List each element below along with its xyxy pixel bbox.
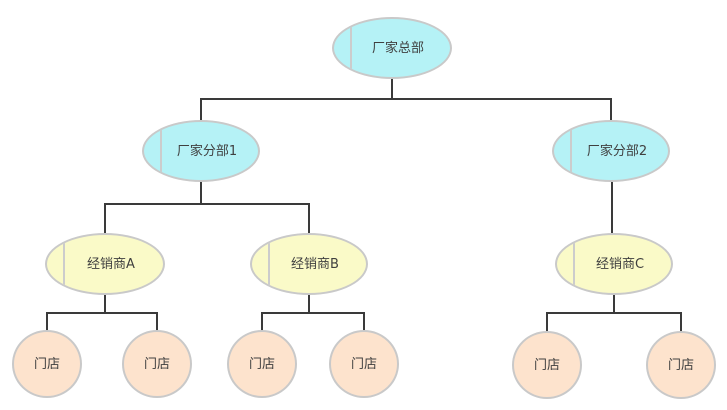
node-store-6[interactable]: 门店	[646, 331, 716, 399]
node-label: 厂家分部2	[586, 143, 648, 159]
node-label: 门店	[248, 356, 275, 372]
node-divider-line	[63, 235, 65, 293]
node-label: 经销商A	[87, 256, 135, 272]
node-store-4[interactable]: 门店	[329, 330, 399, 398]
node-label: 厂家分部1	[176, 143, 238, 159]
node-factory-branch-1[interactable]: 厂家分部1	[142, 120, 260, 182]
node-store-3[interactable]: 门店	[227, 330, 297, 398]
edge-dealer-c-to-store-6	[613, 295, 682, 332]
node-store-1[interactable]: 门店	[12, 330, 82, 398]
node-dealer-a[interactable]: 经销商A	[45, 233, 165, 295]
edge-dealer-c-to-store-5	[546, 295, 615, 332]
node-divider-line	[350, 19, 352, 77]
node-label: 门店	[143, 356, 170, 372]
node-label: 经销商C	[595, 256, 645, 272]
node-store-2[interactable]: 门店	[122, 330, 192, 398]
edge-dealer-a-to-store-1	[46, 295, 106, 331]
node-label: 门店	[33, 356, 60, 372]
edge-factory-branch-1-to-dealer-a	[104, 182, 202, 233]
edge-dealer-a-to-store-2	[104, 295, 158, 331]
edge-dealer-b-to-store-4	[308, 295, 365, 331]
node-label: 门店	[667, 357, 694, 373]
node-label: 经销商B	[291, 256, 339, 272]
node-factory-branch-2[interactable]: 厂家分部2	[552, 120, 670, 182]
edge-factory-hq-to-factory-branch-2	[391, 79, 612, 120]
node-divider-line	[268, 235, 270, 293]
node-factory-hq[interactable]: 厂家总部	[332, 17, 452, 79]
node-dealer-b[interactable]: 经销商B	[250, 233, 368, 295]
edge-factory-hq-to-factory-branch-1	[200, 79, 393, 120]
edge-dealer-b-to-store-3	[261, 295, 310, 331]
node-divider-line	[570, 122, 572, 180]
node-label: 厂家总部	[371, 40, 424, 56]
node-divider-line	[573, 235, 575, 293]
node-divider-line	[160, 122, 162, 180]
edge-factory-branch-1-to-dealer-b	[200, 182, 310, 233]
node-store-5[interactable]: 门店	[512, 331, 582, 399]
node-label: 门店	[350, 356, 377, 372]
node-label: 门店	[533, 357, 560, 373]
node-dealer-c[interactable]: 经销商C	[555, 233, 673, 295]
